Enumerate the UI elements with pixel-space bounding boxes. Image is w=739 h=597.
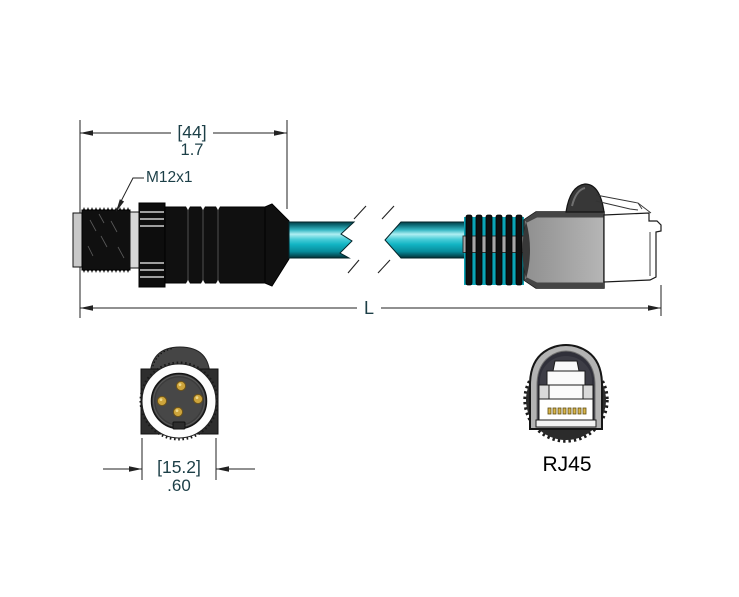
m12-pin	[156, 395, 168, 407]
rj45-contact	[547, 407, 552, 415]
rj45-contact	[557, 407, 562, 415]
m12-front-rim	[72, 212, 83, 268]
m12-front-dome-knurl	[151, 347, 175, 371]
rj45-latch-tab-top	[552, 360, 580, 372]
arrowhead	[80, 130, 93, 136]
rj45-body-top-edge	[524, 212, 604, 223]
rj45-shoulder-left	[538, 384, 550, 400]
rj45-boot-ribs	[465, 214, 523, 286]
arrowhead	[648, 305, 661, 311]
arrowhead	[216, 466, 229, 472]
m12-thread-texture	[87, 213, 125, 259]
m12-pin	[172, 406, 184, 418]
rj45-body	[523, 211, 605, 289]
m12-front-pins	[156, 380, 204, 418]
rj45-side-view	[462, 183, 662, 289]
rj45-contact	[582, 407, 587, 415]
rj45-contacts	[547, 407, 587, 415]
overall-length-dimension: L	[80, 285, 662, 318]
m12-thread-callout: M12x1	[115, 169, 193, 212]
m12-collar	[129, 211, 140, 269]
m12-thread	[81, 209, 131, 271]
rj45-contact	[572, 407, 577, 415]
m12-side-view	[72, 202, 290, 288]
m12-pin	[175, 380, 187, 392]
rj45-contact	[567, 407, 572, 415]
leader-line	[115, 177, 144, 212]
cable-segment-left	[288, 221, 356, 259]
rj45-plug-latch-lever	[595, 194, 652, 276]
rj45-front-view: RJ45	[523, 343, 609, 476]
dim-44-inches: 1.7	[181, 141, 204, 159]
dim-44-metric: [44]	[177, 122, 206, 142]
m12-front-view	[139, 346, 219, 441]
rj45-contact	[552, 407, 557, 415]
rj45-body-bottom-edge	[524, 277, 604, 288]
rj45-front-plug	[535, 360, 597, 428]
m12-front-insert-face	[155, 377, 203, 425]
m12-44-dimension: [44] 1.7	[80, 120, 288, 209]
cable-break-right	[377, 205, 395, 274]
arrowhead	[274, 130, 287, 136]
dim-152-inches: .60	[167, 476, 191, 495]
rj45-label: RJ45	[542, 453, 591, 476]
leader-arrowhead	[116, 199, 125, 212]
rj45-latch-tab	[546, 370, 586, 386]
thread-callout-text: M12x1	[146, 169, 193, 186]
arrowhead	[80, 305, 93, 311]
rj45-front-boot-knurl	[523, 357, 609, 443]
rj45-plug-bottom-strip	[535, 419, 597, 428]
m12-front-keyway	[172, 421, 186, 430]
rj45-plug-body	[603, 212, 662, 283]
m12-body	[164, 206, 266, 284]
rj45-shoulder-right	[582, 384, 594, 400]
rj45-body-cone-shade	[522, 221, 530, 279]
cable-break-left	[347, 205, 367, 274]
rj45-latch-hump-highlight	[571, 187, 586, 207]
rj45-contact	[577, 407, 582, 415]
arrowhead	[129, 466, 142, 472]
m12-front-knurled-ring	[139, 361, 219, 441]
dim-L-text: L	[364, 298, 374, 318]
rj45-contact	[562, 407, 567, 415]
m12-tail	[264, 203, 290, 287]
m12-diameter-dimension: [15.2] .60	[103, 438, 255, 495]
dim-152-metric: [15.2]	[157, 457, 201, 477]
m12-body-ridges	[186, 206, 220, 284]
m12-coupling-nut	[138, 202, 166, 288]
m12-coupling-nut-grooves	[140, 211, 164, 278]
m12-pin	[192, 393, 204, 405]
